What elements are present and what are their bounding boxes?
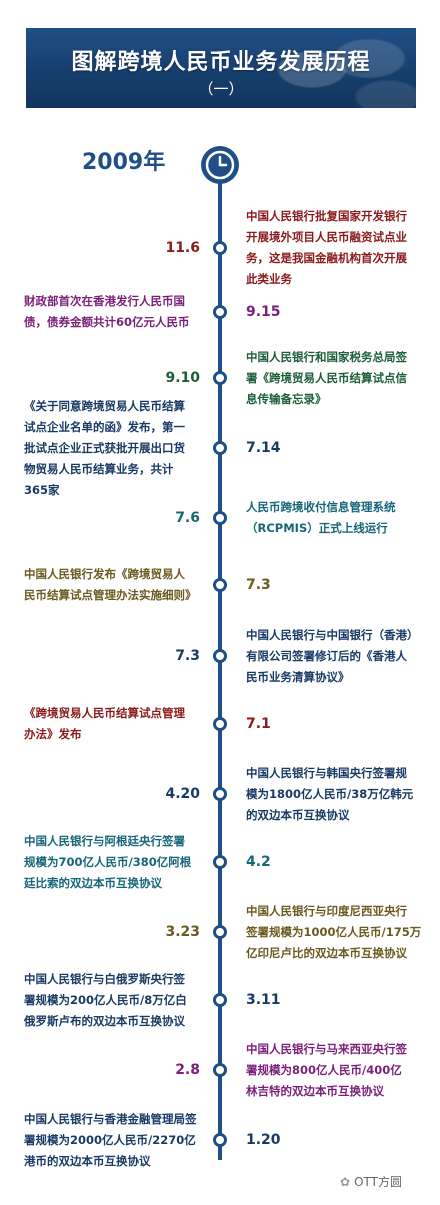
page-title: 图解跨境人民币业务发展历程 — [71, 49, 371, 75]
timeline-line — [218, 170, 222, 1160]
event-description: 中国人民银行与印度尼西亚央行 签署规模为1000亿人民币/175万 亿印尼卢比的… — [246, 903, 422, 960]
timeline-dot — [213, 371, 227, 385]
timeline-dot — [213, 305, 227, 319]
event-date: 3.11 — [246, 992, 281, 1008]
event-date: 2.8 — [175, 1062, 200, 1078]
event-description: 中国人民银行和国家税务总局签 署《跨境贸易人民币结算试点信 息传输备忘录》 — [246, 349, 407, 406]
event-date: 7.3 — [175, 648, 200, 664]
event-date: 11.6 — [165, 240, 200, 256]
event-date: 3.23 — [165, 924, 200, 940]
timeline-dot — [213, 993, 227, 1007]
event-description: 中国人民银行与香港金融管理局签 署规模为2000亿人民币/2270亿 港币的双边… — [24, 1111, 197, 1168]
event-description: 中国人民银行与阿根廷央行签署 规模为700亿人民币/380亿阿根 廷比索的双边本… — [24, 833, 192, 890]
timeline-dot — [213, 649, 227, 663]
timeline-dot — [213, 241, 227, 255]
event-description: 中国人民银行与韩国央行签署规 模为1800亿人民币/38万亿韩元 的双边本币互换… — [246, 765, 414, 822]
event-date: 7.3 — [246, 577, 271, 593]
timeline-dot — [213, 578, 227, 592]
event-date: 1.20 — [246, 1132, 281, 1148]
timeline-dot — [213, 717, 227, 731]
watermark-text: OTT方圆 — [354, 1175, 402, 1189]
timeline-dot — [213, 1063, 227, 1077]
timeline-dot — [213, 787, 227, 801]
event-description: 中国人民银行与马来西亚央行签 署规模为800亿人民币/400亿 林吉特的双边本币… — [246, 1041, 407, 1098]
timeline-dot — [213, 855, 227, 869]
event-date: 7.14 — [246, 440, 281, 456]
event-description: 中国人民银行发布《跨境贸易人 民币结算试点管理办法实施细则》 — [24, 567, 197, 602]
event-date: 7.1 — [246, 716, 271, 732]
event-date: 4.2 — [246, 854, 271, 870]
world-map-decoration — [236, 28, 416, 108]
event-date: 9.15 — [246, 304, 281, 320]
clock-icon — [201, 146, 239, 184]
event-date: 4.20 — [165, 786, 200, 802]
event-description: 中国人民银行批复国家开发银行 开展境外项目人民币融资试点业 务，这是我国金融机构… — [246, 209, 407, 286]
event-description: 财政部首次在香港发行人民币国 债，债券金额共计60亿元人民币 — [24, 294, 190, 329]
event-description: 《关于同意跨境贸易人民币结算 试点企业名单的函》发布，第一 批试点企业正式获批开… — [24, 398, 185, 497]
page-subtitle: （一） — [198, 80, 244, 98]
event-date: 7.6 — [175, 510, 200, 526]
year-label: 2009年 — [82, 150, 166, 175]
timeline-dot — [213, 441, 227, 455]
event-description: 中国人民银行与中国银行（香港） 有限公司签署修订后的《香港人 民币业务清算协议》 — [246, 627, 419, 684]
event-date: 9.10 — [165, 370, 200, 386]
header-banner: 图解跨境人民币业务发展历程 （一） — [26, 28, 416, 108]
event-description: 《跨境贸易人民币结算试点管理 办法》发布 — [24, 706, 185, 741]
watermark: ✿OTT方圆 — [340, 1172, 402, 1192]
event-description: 人民币跨境收付信息管理系统 （RCPMIS）正式上线运行 — [246, 500, 396, 535]
timeline-dot — [213, 511, 227, 525]
timeline-dot — [213, 1133, 227, 1147]
event-description: 中国人民银行与白俄罗斯央行签 署规模为200亿人民币/8万亿白 俄罗斯卢布的双边… — [24, 971, 187, 1028]
wechat-icon: ✿ — [340, 1175, 351, 1189]
timeline-dot — [213, 925, 227, 939]
